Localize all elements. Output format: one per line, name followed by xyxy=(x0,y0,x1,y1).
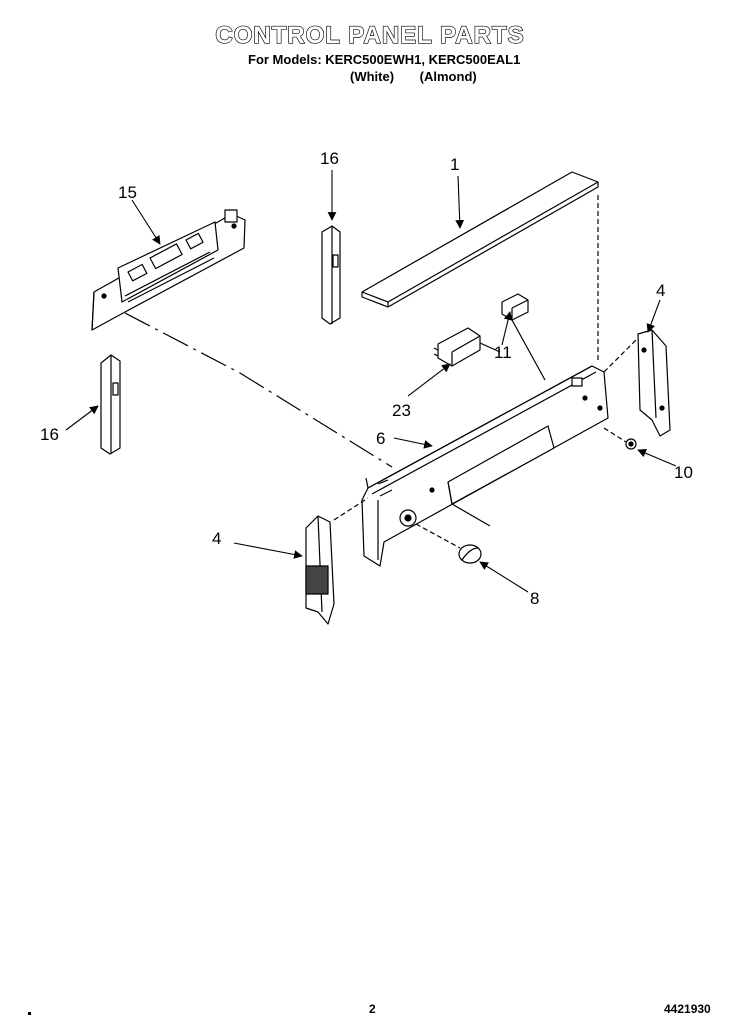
part-thermostat xyxy=(433,327,501,367)
document-number: 4421930 xyxy=(664,1002,711,1016)
callout-16-upper: 16 xyxy=(320,149,339,168)
part-side-bracket-upper xyxy=(321,225,341,325)
part-knob xyxy=(415,523,482,564)
leader-arrows xyxy=(65,170,677,593)
variant-almond: (Almond) xyxy=(419,69,477,84)
part-side-bracket-lower xyxy=(100,354,121,455)
callout-16-lower: 16 xyxy=(40,425,59,444)
callout-8: 8 xyxy=(530,589,539,608)
model-numbers: For Models: KERC500EWH1, KERC500EAL1 xyxy=(248,52,521,67)
callout-15: 15 xyxy=(118,183,137,202)
page-number: 2 xyxy=(369,1002,376,1016)
page-title: CONTROL PANEL PARTS xyxy=(215,21,525,49)
color-variants: (White) (Almond) xyxy=(350,69,477,84)
part-nut xyxy=(603,427,637,450)
part-switch xyxy=(501,293,546,381)
callout-4-left: 4 xyxy=(212,529,221,548)
callout-6: 6 xyxy=(376,429,385,448)
callout-10: 10 xyxy=(674,463,693,482)
part-top-trim-strip xyxy=(361,171,599,360)
part-end-cap-right xyxy=(603,329,671,437)
callout-1: 1 xyxy=(450,155,459,174)
callout-11: 11 xyxy=(494,343,512,362)
part-end-cap-left xyxy=(305,497,369,625)
part-control-panel xyxy=(361,365,609,567)
variant-white: (White) xyxy=(350,69,395,84)
corner-dot xyxy=(28,1012,31,1015)
callout-4-right: 4 xyxy=(656,281,665,300)
callout-23: 23 xyxy=(392,401,411,420)
part-control-board xyxy=(91,209,393,468)
